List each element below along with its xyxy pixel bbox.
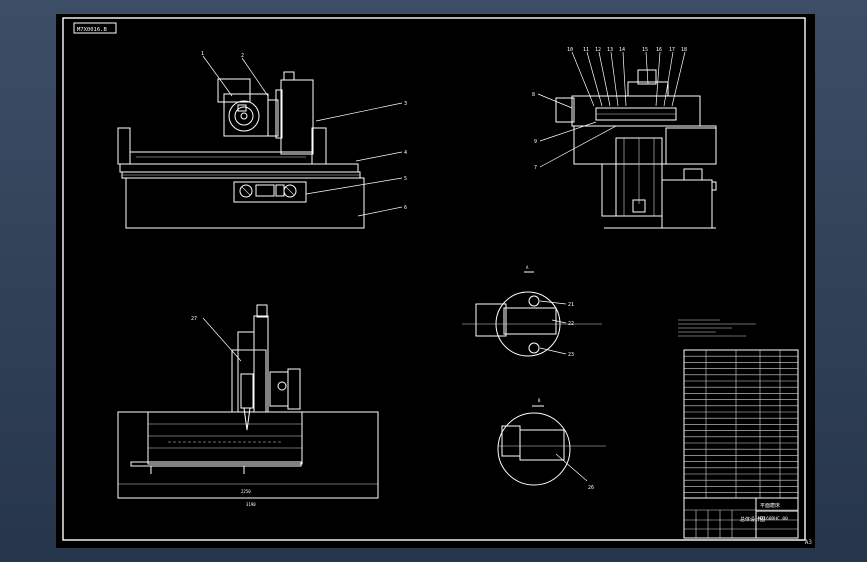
svg-text:11: 11	[583, 47, 589, 53]
svg-text:18: 18	[681, 47, 687, 53]
svg-text:14: 14	[619, 47, 625, 53]
svg-text:1: 1	[201, 51, 204, 57]
svg-text:3: 3	[404, 101, 407, 107]
drawing-code-text: M7X0016.B	[77, 27, 107, 33]
front-view: 1 2 3 4 5 6	[117, 51, 407, 229]
svg-text:2250: 2250	[241, 489, 251, 494]
svg-text:8: 8	[532, 92, 535, 98]
plan-view: 27 2250 3190	[117, 304, 379, 507]
svg-text:26: 26	[588, 485, 594, 491]
title-cell-2: 总体设计图	[740, 516, 765, 523]
svg-text:2: 2	[241, 53, 244, 59]
technical-notes	[678, 319, 756, 337]
side-view: 10 11 12 13 14 15 16 17 18 8 9 7	[532, 47, 717, 229]
title-block: 平面磨床 总体设计图 M7160DHC.00	[683, 497, 799, 539]
svg-text:27: 27	[191, 316, 197, 322]
svg-text:22: 22	[568, 321, 574, 327]
drawing-border	[62, 17, 806, 541]
svg-text:B: B	[538, 398, 541, 403]
sheet-size-label: A3	[804, 539, 812, 546]
svg-text:7: 7	[534, 165, 537, 171]
section-b-detail: B 26	[497, 398, 606, 491]
control-dial-left	[239, 184, 253, 198]
svg-text:10: 10	[567, 47, 573, 53]
svg-text:16: 16	[656, 47, 662, 53]
svg-text:13: 13	[607, 47, 613, 53]
engineering-drawing: M7X0016.B 1	[62, 17, 806, 541]
svg-text:17: 17	[669, 47, 675, 53]
svg-text:12: 12	[595, 47, 601, 53]
svg-text:6: 6	[404, 205, 407, 211]
svg-text:A: A	[526, 265, 529, 270]
section-a-detail: A 21 22 23	[462, 265, 602, 358]
title-cell-1: 平面磨床	[760, 502, 780, 509]
drawing-code-box: M7X0016.B	[73, 22, 117, 34]
grinding-wheel	[228, 100, 260, 132]
parts-list	[683, 349, 799, 499]
cad-viewport[interactable]: M7X0016.B 1	[56, 14, 815, 548]
svg-text:9: 9	[534, 139, 537, 145]
svg-text:23: 23	[568, 352, 574, 358]
svg-text:3190: 3190	[246, 502, 256, 507]
svg-text:4: 4	[404, 150, 407, 156]
svg-text:21: 21	[568, 302, 574, 308]
control-dial-right	[283, 184, 297, 198]
drawing-number: M7160DHC.00	[758, 516, 788, 522]
svg-text:15: 15	[642, 47, 648, 53]
svg-text:5: 5	[404, 176, 407, 182]
